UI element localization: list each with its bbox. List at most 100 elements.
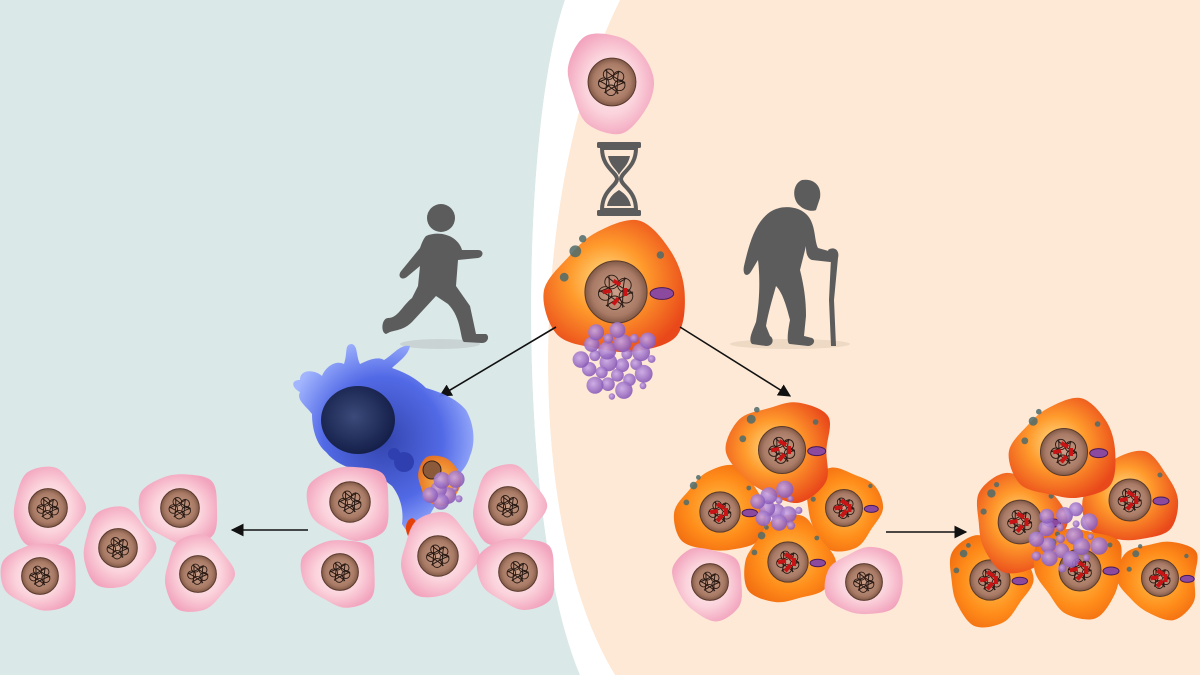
vesicle xyxy=(611,368,624,382)
vesicle xyxy=(1072,537,1091,556)
overlap-region xyxy=(531,0,620,675)
vesicle xyxy=(795,506,803,514)
vesicle xyxy=(1031,551,1042,561)
vesicle xyxy=(1087,533,1094,540)
senescent-tissue-cells xyxy=(949,397,1198,628)
vesicle xyxy=(588,324,605,341)
healthy-cell xyxy=(306,466,389,542)
vesicle xyxy=(787,495,794,502)
healthy-cell xyxy=(164,534,236,612)
granule xyxy=(559,272,569,282)
vesicle xyxy=(1028,531,1045,547)
granule xyxy=(579,235,587,243)
vesicle xyxy=(1080,513,1098,531)
mitochondrion xyxy=(1011,576,1028,586)
granule xyxy=(1036,408,1042,415)
engulfed-senescent-cell xyxy=(418,455,465,510)
granule xyxy=(1126,566,1132,572)
vesicle xyxy=(775,496,783,504)
vesicle xyxy=(609,322,626,338)
vesicle xyxy=(584,336,600,352)
granule xyxy=(810,496,816,502)
vesicle xyxy=(598,341,617,360)
mitochondrion xyxy=(809,558,826,568)
vesicle xyxy=(589,350,601,362)
vesicle xyxy=(1058,564,1067,573)
vesicle xyxy=(639,332,656,349)
vesicle xyxy=(1056,523,1065,532)
senescent-cell xyxy=(1116,541,1198,621)
granule xyxy=(980,508,987,515)
mixed-tissue-cells xyxy=(672,402,903,622)
senescent-cell xyxy=(744,514,837,603)
vesicle xyxy=(1041,550,1058,567)
mitochondrion xyxy=(1102,566,1120,576)
granule xyxy=(757,531,766,540)
granule xyxy=(812,419,819,425)
vesicle xyxy=(608,393,616,400)
granule xyxy=(1157,472,1163,478)
senescent-cell xyxy=(673,464,766,551)
vesicle xyxy=(647,355,656,363)
vesicle xyxy=(603,333,614,344)
vesicle xyxy=(615,358,630,373)
granule xyxy=(746,485,752,491)
granule xyxy=(656,251,665,259)
healthy-cell xyxy=(476,538,555,611)
vesicle xyxy=(586,376,604,394)
mitochondrion xyxy=(863,504,879,513)
granule xyxy=(994,482,1000,488)
granule xyxy=(868,483,873,489)
vesicle xyxy=(750,494,766,509)
granule xyxy=(764,525,769,530)
healthy-cell xyxy=(0,543,76,611)
hourglass-icon xyxy=(597,142,641,216)
granule xyxy=(987,489,996,498)
vesicle xyxy=(613,334,632,353)
vesicle xyxy=(1056,534,1065,544)
vesicle xyxy=(1072,520,1080,528)
senescent-cell xyxy=(1008,397,1116,499)
granule xyxy=(1021,437,1029,445)
running-child-icon xyxy=(382,204,489,349)
vesicle xyxy=(639,382,647,390)
vesicle xyxy=(786,521,796,530)
mitochondrion xyxy=(1152,496,1170,506)
granule xyxy=(569,245,582,258)
vesicle xyxy=(1062,551,1080,568)
vesicle xyxy=(1056,507,1073,524)
tissue-arrows xyxy=(230,523,968,539)
healthy-cell xyxy=(473,464,548,546)
vesicle xyxy=(455,495,463,503)
mitochondrion xyxy=(649,287,675,300)
granule xyxy=(696,475,701,480)
vesicle xyxy=(1090,537,1108,555)
vesicle xyxy=(1069,502,1083,517)
granule xyxy=(751,549,758,556)
vesicle xyxy=(1038,520,1055,537)
vesicle xyxy=(1082,554,1090,562)
vesicle xyxy=(447,470,465,488)
healthy-cell xyxy=(567,33,655,135)
healthy-cell xyxy=(138,474,218,545)
vesicle xyxy=(1039,508,1055,524)
granule xyxy=(683,499,690,506)
secreted-vesicles xyxy=(572,322,656,400)
vesicle xyxy=(601,377,615,392)
senescent-cell xyxy=(543,219,685,353)
granule xyxy=(689,481,698,490)
vesicle xyxy=(629,333,639,343)
granule xyxy=(1138,544,1143,549)
vesicle xyxy=(771,514,788,531)
granule xyxy=(1184,553,1189,559)
healthy-cell xyxy=(300,540,375,608)
healthy-cell xyxy=(672,547,742,622)
elderly-person-with-cane-icon xyxy=(730,179,850,349)
pathway-arrows xyxy=(438,326,792,397)
healthy-cell xyxy=(13,466,87,549)
granule xyxy=(966,543,971,548)
mitochondrion xyxy=(1089,448,1109,459)
healthy-cell xyxy=(401,511,480,598)
senescent-cell xyxy=(725,402,831,504)
granule xyxy=(953,567,960,574)
